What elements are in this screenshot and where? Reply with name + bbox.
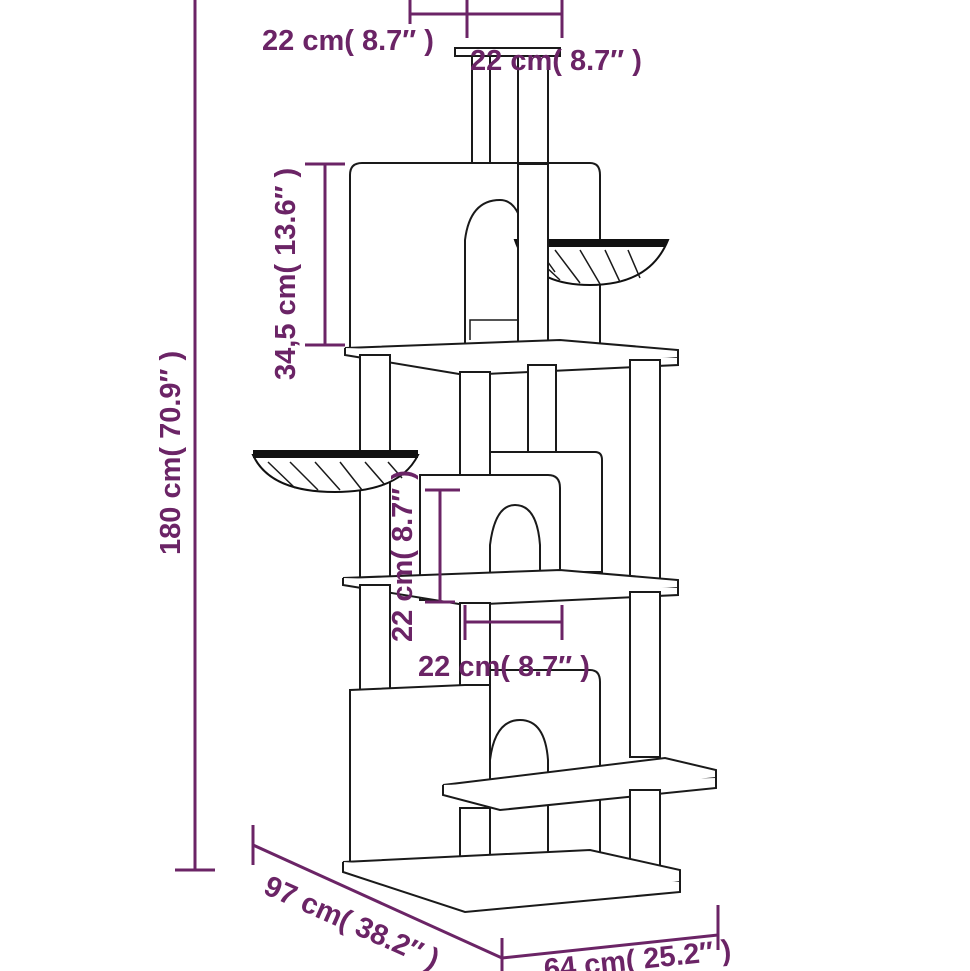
top-right-pole [517, 51, 549, 165]
dimension-lines [175, 0, 720, 971]
upper-house-entrance [464, 198, 526, 346]
middle-house-height-label: 22 cm( 8.7″ ) [387, 470, 419, 642]
upper-house-height-label: 34,5 cm( 13.6″ ) [270, 168, 302, 380]
back-scratching-post [527, 364, 557, 461]
middle-house-width-label: 22 cm( 8.7″ ) [418, 651, 590, 683]
cat-tree-illustration [251, 47, 717, 914]
total-height-label: 180 cm( 70.9″ ) [155, 351, 187, 555]
top-left-width-label: 22 cm( 8.7″ ) [262, 25, 434, 57]
left-hammock [251, 450, 420, 494]
base-platform-edge [342, 862, 681, 914]
lower-right-post [629, 591, 661, 758]
base-width-label: 64 cm( 25.2″ ) [542, 934, 732, 971]
top-plate [454, 47, 561, 57]
top-right-width-label: 22 cm( 8.7″ ) [470, 45, 642, 77]
right-scratching-post [629, 359, 661, 586]
lower-left-post [359, 584, 391, 691]
upper-right-pole [517, 163, 549, 361]
lower-step-platform-edge [442, 778, 717, 812]
